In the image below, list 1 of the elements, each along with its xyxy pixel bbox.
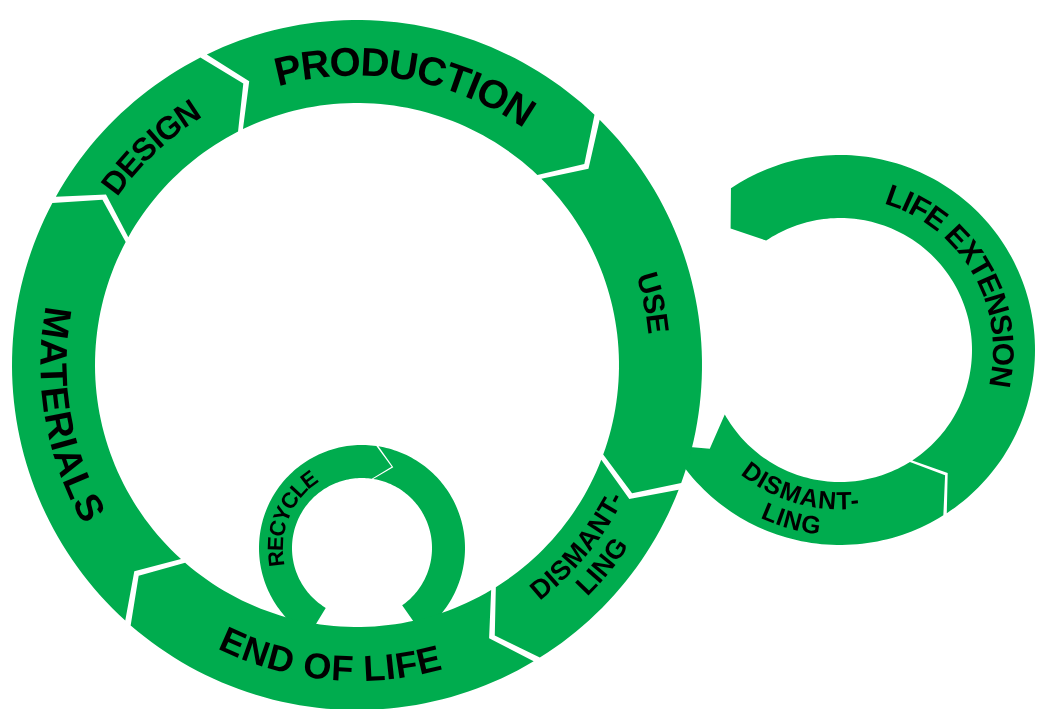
segment-label: END OF LIFE [213, 618, 446, 690]
